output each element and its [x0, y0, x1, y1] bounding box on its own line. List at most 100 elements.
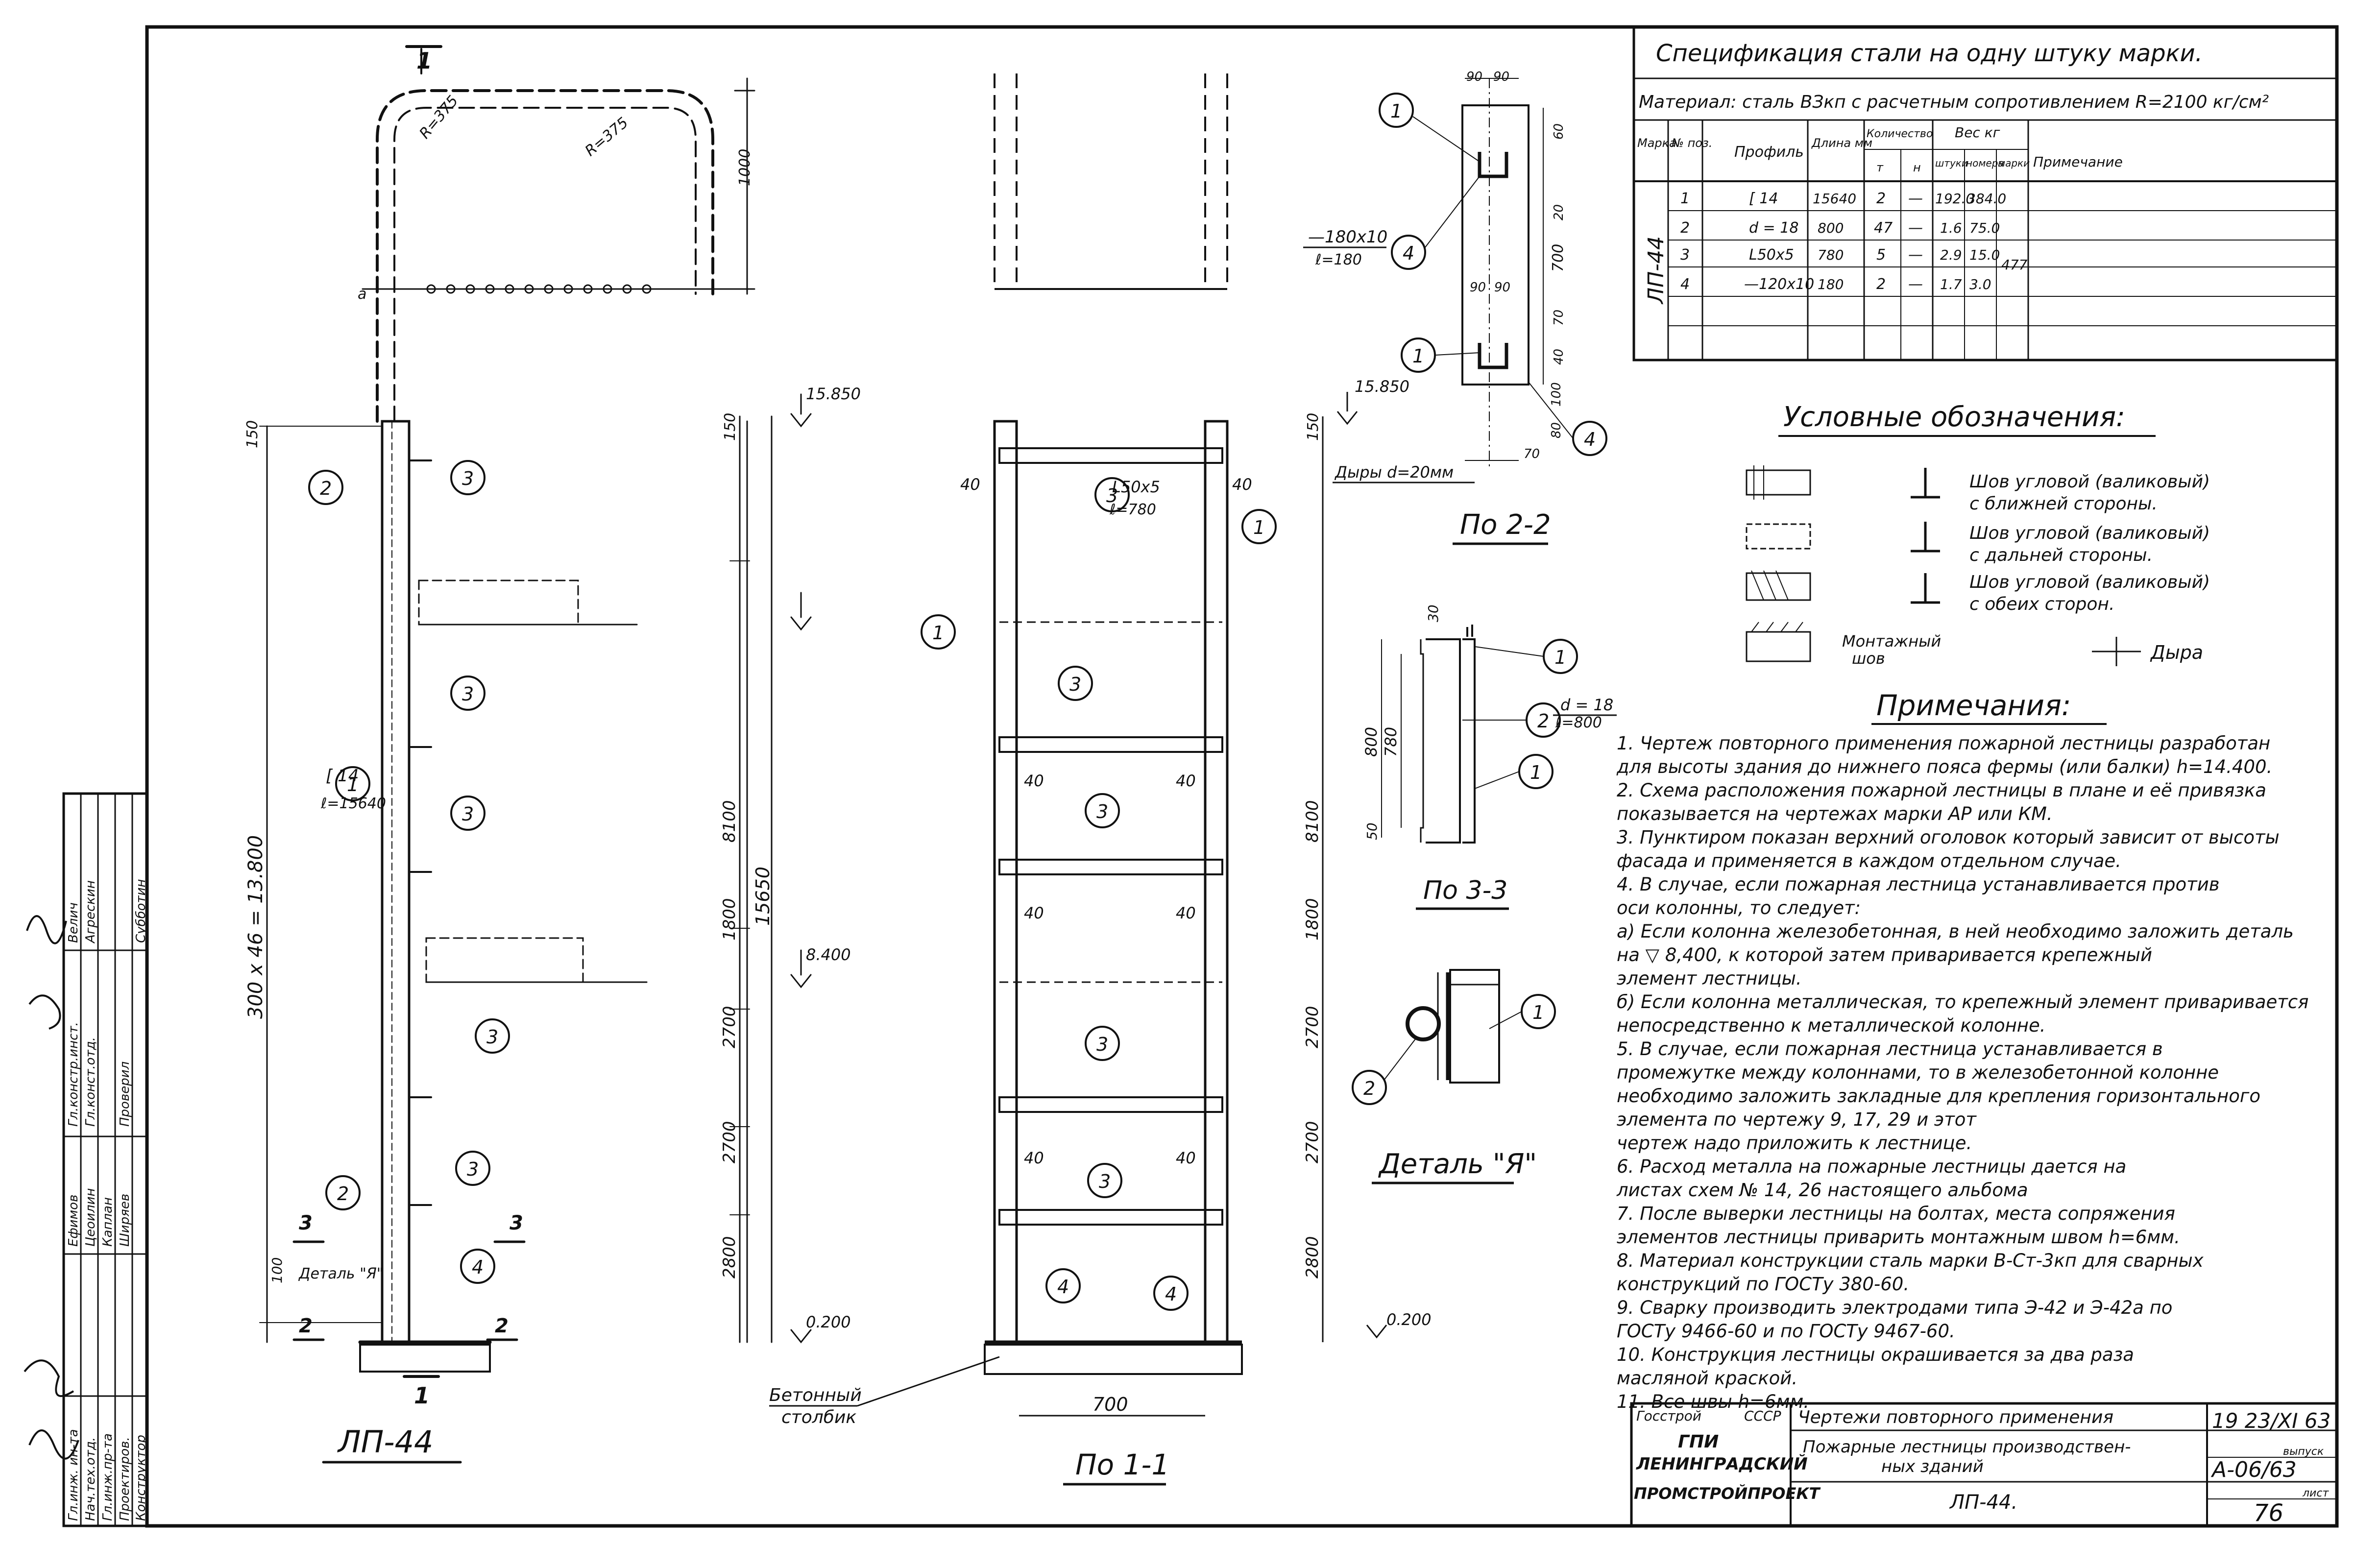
svg-text:d = 18: d = 18	[1749, 219, 1798, 237]
callout-3: 3	[462, 468, 474, 489]
note-line: ГОСТу 9466-60 и по ГОСТу 9467-60.	[1617, 1321, 1955, 1342]
svg-text:780: 780	[1818, 247, 1844, 263]
tb-sheet: 76	[2254, 1499, 2283, 1527]
note-line: элементов лестницы приварить монтажным ш…	[1617, 1227, 2180, 1248]
rung-rod-dots	[426, 284, 652, 294]
note-line: б) Если колонна металлическая, то крепеж…	[1617, 991, 2308, 1013]
svg-text:5: 5	[1876, 246, 1886, 264]
dim22-10: 80	[1549, 422, 1564, 438]
callout-1: 1	[1253, 517, 1265, 538]
dim-40-5: 40	[1024, 904, 1044, 922]
dim22-11: 70	[1524, 447, 1540, 461]
callout-2: 2	[1537, 710, 1549, 732]
detail-ya: 1 2 Деталь "Я"	[1352, 969, 1556, 1184]
spec-h-mark: Марка	[1637, 136, 1676, 150]
spec-h-qty: Количество	[1867, 128, 1933, 140]
dim-40-8: 40	[1176, 1149, 1196, 1167]
svg-text:L50x5: L50x5	[1749, 246, 1794, 264]
dim-11-2: 1800	[1303, 898, 1322, 941]
legend-1-l2: с ближней стороны.	[1969, 494, 2158, 514]
sig-name-1: Ефимов	[66, 1195, 81, 1247]
view-title-33: По 3-3	[1423, 876, 1507, 905]
spec-row-1: 1 [ 14 15640 2 — 192.0 384.0	[1680, 190, 2006, 207]
rod-length: ℓ=800	[1555, 714, 1602, 731]
mark-0200-11: 0.200	[1386, 1310, 1432, 1329]
spec-h-wpos: номера	[1966, 157, 2004, 169]
callout-3: 3	[1096, 801, 1108, 822]
note-line: 2. Схема расположения пожарной лестницы …	[1617, 780, 2266, 801]
mark-0200: 0.200	[806, 1313, 851, 1331]
stamp-label-3: Субботин	[134, 879, 148, 943]
note-line: чертеж надо приложить к лестнице.	[1617, 1133, 1972, 1154]
callout-4: 4	[1057, 1276, 1069, 1298]
note-line: промежутке между колоннами, то в железоб…	[1617, 1062, 2219, 1083]
svg-text:2.9: 2.9	[1940, 247, 1962, 263]
tb-code-label: выпуск	[2283, 1446, 2324, 1458]
mark-15850-11: 15.850	[1355, 377, 1409, 396]
stamp-label-1: Велич	[66, 902, 81, 943]
callout-3: 3	[462, 803, 474, 825]
view-title-11: По 1-1	[1075, 1448, 1169, 1481]
section-1-bottom: 1	[414, 1382, 430, 1409]
callout-2: 2	[320, 478, 332, 499]
svg-text:—: —	[1908, 246, 1923, 264]
legend-title: Условные обозначения:	[1783, 401, 2125, 433]
section-2-right: 2	[495, 1315, 509, 1337]
callout-1: 1	[1554, 647, 1566, 668]
svg-text:3: 3	[1680, 246, 1690, 264]
channel-length: ℓ=15640	[320, 795, 386, 812]
note-line: фасада и применяется в каждом отдельном …	[1617, 850, 2121, 871]
svg-text:15640: 15640	[1813, 191, 1856, 207]
dim-11-1: 8100	[1303, 800, 1322, 843]
tb-title1: Чертежи повторного применения	[1798, 1407, 2113, 1427]
handwritten-signature	[24, 915, 79, 1460]
tb-org1: Госстрой	[1636, 1408, 1701, 1424]
note-line: 5. В случае, если пожарная лестница уста…	[1617, 1038, 2163, 1060]
sig-role-4: Проектиров.	[118, 1437, 132, 1521]
tb-org2: СССР	[1744, 1408, 1781, 1424]
dim-a: а	[358, 286, 366, 303]
notes-body: 1. Чертеж повторного применения пожарной…	[1616, 733, 2308, 1412]
tb-inst: ПРОМСТРОЙПРОЕКТ	[1634, 1484, 1821, 1503]
note-line: конструкций по ГОСТу 380-60.	[1617, 1274, 1909, 1295]
dim-40-2: 40	[1232, 475, 1252, 494]
dim22-2: 60	[1552, 123, 1566, 140]
svg-text:47: 47	[1874, 219, 1893, 237]
section-1-top: 1	[416, 48, 432, 74]
dim-700: 700	[1093, 1394, 1128, 1415]
title-block: Госстрой СССР ГПИ ЛЕНИНГРАДСКИЙ ПРОМСТРО…	[1630, 1402, 2338, 1527]
stamp-label-2: Агрескин	[83, 880, 98, 944]
sig-role2-4: Проверил	[118, 1061, 132, 1127]
note-line: 1. Чертеж повторного применения пожарной…	[1617, 733, 2270, 754]
view-section-2-2: 90 90 60 20 700 70 90 90 40 100 80 70 —1…	[1303, 70, 1607, 545]
tb-sheet-label: лист	[2302, 1487, 2329, 1499]
holes-label: Дыры d=20мм	[1334, 463, 1454, 482]
dim33-780: 780	[1382, 727, 1400, 757]
dim33-30: 30	[1425, 604, 1441, 622]
note-line: 4. В случае, если пожарная лестница уста…	[1617, 874, 2220, 895]
svg-text:180: 180	[1818, 276, 1844, 292]
dim-right-1: 8100	[720, 800, 739, 843]
rod-label: d = 18	[1560, 696, 1613, 714]
spec-h-note: Примечание	[2033, 154, 2123, 170]
mark-15850: 15.850	[806, 385, 861, 403]
legend-3-l1: Шов угловой (валиковый)	[1969, 572, 2210, 592]
view-title-detail: Деталь "Я"	[1378, 1148, 1537, 1180]
spec-row-4: 4 —120x10 180 2 — 1.7 3.0	[1680, 276, 1991, 293]
dim-40-3: 40	[1024, 772, 1044, 790]
note-line: 11. Все швы h=6мм.	[1617, 1391, 1809, 1412]
svg-text:192.0: 192.0	[1935, 191, 1974, 207]
callout-2: 2	[1363, 1078, 1375, 1099]
notes: Примечания: 1. Чертеж повторного примене…	[1616, 689, 2308, 1412]
svg-text:4: 4	[1680, 276, 1690, 293]
dim-right-5: 2800	[720, 1236, 739, 1279]
callout-1: 1	[1532, 1002, 1544, 1023]
sig-role-1: Гл.инж. ин-та	[66, 1429, 81, 1521]
sig-role-2: Нач.тех.отд.	[83, 1437, 98, 1521]
spec-mark-weight: 477	[2001, 257, 2028, 273]
callout-4: 4	[1584, 429, 1596, 450]
dim-11-5: 2800	[1303, 1236, 1322, 1279]
dim33-50: 50	[1364, 822, 1380, 840]
spec-row-2: 2 d = 18 800 47 — 1.6 75.0	[1680, 219, 2000, 237]
